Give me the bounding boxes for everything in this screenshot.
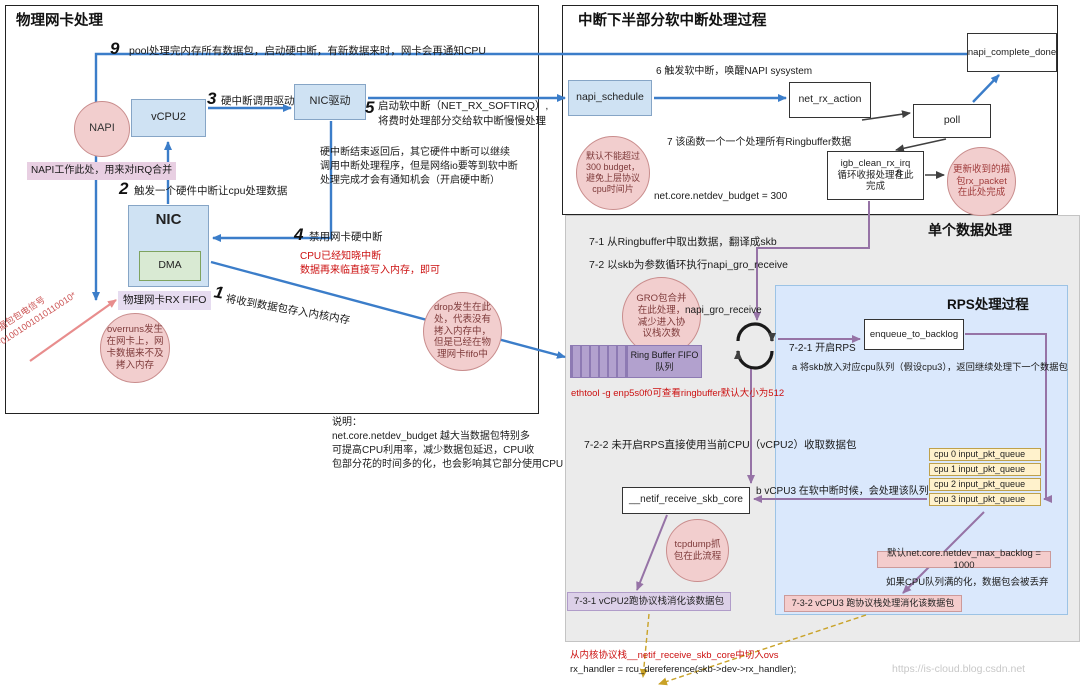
step-4-number: 4 [294, 225, 304, 244]
ethtool-note: ethtool -g enp5s0f0可查看ringbuffer默认大小为512 [571, 388, 785, 399]
igb-clean-rx-irq-box: igb_clean_rx_irq 循环收报处理在此 完成 [827, 151, 924, 200]
ring-buffer-box: Ring Buffer FIFO队列 [570, 345, 702, 378]
watermark: https://is-cloud.blog.csdn.net [892, 663, 1026, 675]
napi-circle: NAPI [74, 101, 130, 157]
step-7-text: 7 该函数一个一个处理所有Ringbuffer数据 [667, 137, 852, 148]
step-7-2-text: 7-2 以skb为参数循环执行napi_gro_receive [589, 259, 788, 271]
hardirq-note: 硬中断结束返回后，其它硬件中断可以继续 调用中断处理程序，但是网络io要等到软中… [320, 147, 518, 186]
rps-title: RPS处理过程 [947, 297, 1029, 312]
step-b-text: b vCPU3 在软中断时候，会处理该队列 [756, 486, 929, 497]
step-8-number: 8 [896, 168, 903, 180]
napi-note: NAPI工作此处，用来对IRQ合并 [27, 162, 177, 180]
step-7-2-1-text: 7-2-1 开启RPS [789, 343, 856, 354]
budget-circle: 默认不能超过 300 budget， 避免上层协议 cpu时间片 [576, 136, 650, 210]
netdev-budget-note: 说明： net.core.netdev_budget 越大当数据包特别多 可提高… [332, 417, 564, 470]
step-2-number: 2 [119, 179, 129, 198]
nic-box-label: NIC [155, 211, 182, 228]
tcpdump-circle: tcpdump抓 包在此流程 [666, 519, 729, 582]
step-9-number: 9 [110, 39, 120, 58]
ovs-note: 从内核协议栈__netif_receive_skb_core中切入ovs [570, 650, 779, 661]
rx-fifo-label: 物理网卡RX FIFO [118, 291, 212, 310]
single-data-title: 单个数据处理 [928, 222, 1012, 238]
step-5-number: 5 [365, 98, 375, 117]
step-7-3-1-box: 7-3-1 vCPU2跑协议栈消化该数据包 [567, 592, 731, 611]
queue-overflow-note: 如果CPU队列满的化，数据包会被丢弃 [886, 577, 1049, 588]
step-3-text: 硬中断调用驱动 [221, 95, 295, 107]
napi-gro-receive-label: napi_gro_receive [685, 305, 762, 316]
budget-value: net.core.netdev_budget = 300 [654, 191, 788, 202]
cpu-queue-item: cpu 0 input_pkt_queue [929, 448, 1041, 461]
physical-nic-title: 物理网卡处理 [16, 13, 103, 29]
netif-receive-skb-core-box: __netif_receive_skb_core [622, 487, 750, 514]
cpu-queue-item: cpu 1 input_pkt_queue [929, 463, 1041, 476]
step-5-text: 启动软中断（NET_RX_SOFTIRQ）, 将费时处理部分交给软中断慢慢处理 [378, 100, 549, 127]
napi-complete-done-box: napi_complete_done [967, 33, 1057, 72]
step-7-2-2-text: 7-2-2 未开启RPS直接使用当前CPU（vCPU2）收取数据包 [584, 439, 857, 451]
step-6-text: 6 触发软中断，唤醒NAPI sysystem [656, 66, 813, 77]
ring-buffer-stripes [571, 346, 628, 377]
cpu-queue-item: cpu 2 input_pkt_queue [929, 478, 1041, 491]
vcpu2-box: vCPU2 [131, 99, 206, 137]
napi-schedule-box: napi_schedule [568, 80, 652, 116]
rx-handler-code: rx_handler = rcu_dereference(skb->dev->r… [570, 664, 797, 675]
step-9-text: pool处理完内存所有数据包，启动硬中断，有新数据来时，网卡会再通知CPU [129, 45, 487, 57]
drop-circle: drop发生在此 处，代表没有 拷入内存中， 但是已经在物 理网卡fifo中 [423, 292, 502, 371]
cpu-queue-item: cpu 3 input_pkt_queue [929, 493, 1041, 506]
step-3-number: 3 [207, 89, 217, 108]
net-rx-action-box: net_rx_action [789, 82, 871, 118]
poll-box: poll [913, 104, 991, 138]
dma-box: DMA [139, 251, 201, 281]
step-7-1-text: 7-1 从Ringbuffer中取出数据，翻译成skb [589, 236, 777, 248]
netdev-max-backlog-note: 默认net.core.netdev_max_backlog = 1000 [877, 548, 1051, 571]
softirq-panel-title: 中断下半部分软中断处理过程 [578, 13, 767, 29]
ring-buffer-label: Ring Buffer FIFO队列 [630, 350, 699, 372]
cpu-known-note: CPU已经知晓中断 数据再来临直接写入内存，即可 [300, 251, 440, 276]
step-4-text: 禁用网卡硬中断 [309, 231, 383, 243]
nic-driver-box: NIC驱动 [294, 84, 366, 120]
step-7-3-2-box: 7-3-2 vCPU3 跑协议栈处理消化该数据包 [784, 595, 962, 612]
overruns-circle: overruns发生 在网卡上，网 卡数据来不及 拷入内存 [100, 313, 170, 383]
rx-packet-circle: 更新收到的描 包rx_packet 在此处完成 [947, 147, 1016, 216]
step-a-text: a 将skb放入对应cpu队列（假设cpu3），返回继续处理下一个数据包 [792, 362, 1068, 372]
step-2-text: 触发一个硬件中断让cpu处理数据 [134, 185, 288, 197]
enqueue-to-backlog-box: enqueue_to_backlog [864, 319, 964, 350]
